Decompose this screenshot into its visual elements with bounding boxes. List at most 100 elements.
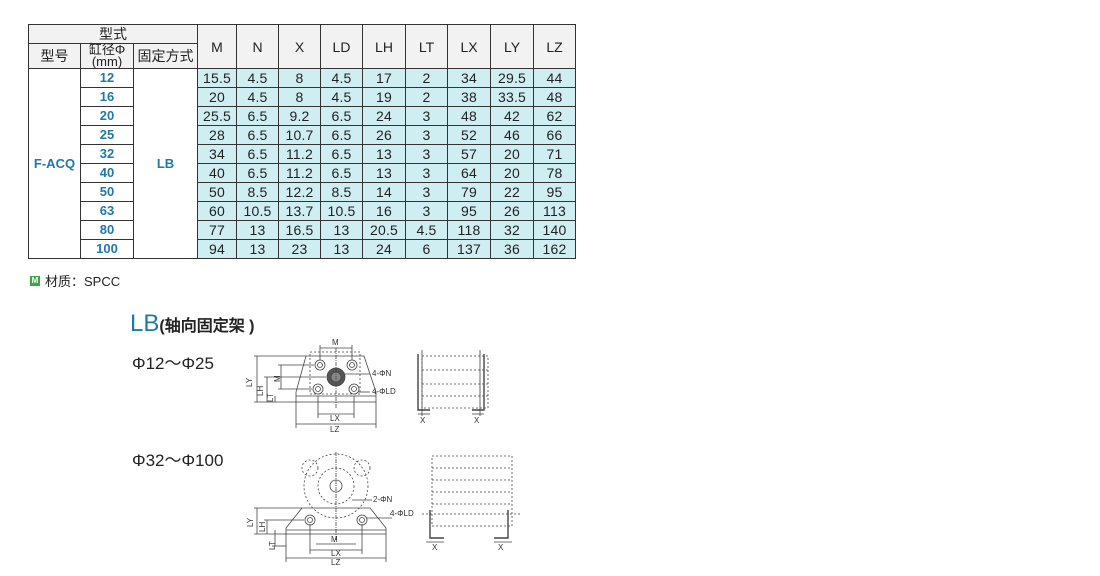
value-cell-m: 34 <box>197 144 237 164</box>
material-note: M 材质：SPCC <box>30 271 120 290</box>
dim-x-right-label: X <box>474 416 480 425</box>
value-cell-m: 28 <box>197 125 237 145</box>
bore-header: 缸径Φ (mm) <box>80 43 134 69</box>
value-cell-x: 9.2 <box>278 106 321 126</box>
value-cell-lt: 3 <box>405 125 448 145</box>
small-bracket-side-drawing: X X <box>417 350 489 425</box>
bore-cell: 50 <box>80 182 134 202</box>
value-cell-x: 8 <box>278 68 321 88</box>
bore-cell: 40 <box>80 163 134 183</box>
value-cell-ly: 26 <box>490 201 534 221</box>
bore-cell: 25 <box>80 125 134 145</box>
dim-n-label: 4-ΦN <box>372 369 391 378</box>
value-cell-n: 4.5 <box>236 68 279 88</box>
value-cell-ly: 32 <box>490 220 534 240</box>
dim-header-lt: LT <box>405 24 448 69</box>
value-cell-m: 50 <box>197 182 237 202</box>
value-cell-lt: 2 <box>405 68 448 88</box>
dim-x-left-label-large: X <box>432 543 438 552</box>
value-cell-n: 6.5 <box>236 125 279 145</box>
value-cell-m: 25.5 <box>197 106 237 126</box>
value-cell-ly: 22 <box>490 182 534 202</box>
value-cell-lh: 13 <box>362 163 406 183</box>
dim-header-x: X <box>278 24 321 69</box>
value-cell-ly: 20 <box>490 144 534 164</box>
value-cell-lh: 26 <box>362 125 406 145</box>
value-cell-lh: 17 <box>362 68 406 88</box>
section-title: LB (轴向固定架 ) <box>130 310 254 338</box>
bore-cell: 32 <box>80 144 134 164</box>
value-cell-x: 10.7 <box>278 125 321 145</box>
dim-header-n: N <box>236 24 279 69</box>
value-cell-m: 94 <box>197 239 237 259</box>
value-cell-lx: 137 <box>447 239 491 259</box>
material-icon: M <box>30 275 40 286</box>
dim-header-ld: LD <box>320 24 363 69</box>
value-cell-lt: 6 <box>405 239 448 259</box>
value-cell-m: 77 <box>197 220 237 240</box>
value-cell-lt: 3 <box>405 144 448 164</box>
value-cell-lz: 113 <box>533 201 576 221</box>
value-cell-lz: 95 <box>533 182 576 202</box>
value-cell-x: 16.5 <box>278 220 321 240</box>
value-cell-lx: 118 <box>447 220 491 240</box>
bore-cell: 80 <box>80 220 134 240</box>
dim-lh-label-large: LH <box>258 522 267 532</box>
value-cell-x: 23 <box>278 239 321 259</box>
value-cell-lt: 3 <box>405 163 448 183</box>
value-cell-ld: 4.5 <box>320 68 363 88</box>
dim-header-lz: LZ <box>533 24 576 69</box>
value-cell-ly: 29.5 <box>490 68 534 88</box>
model-cell: F-ACQ <box>28 68 81 259</box>
large-bracket-front-drawing: 2-ΦN 4-ΦLD LY LH LT M LX LZ <box>246 452 414 567</box>
value-cell-lt: 3 <box>405 201 448 221</box>
value-cell-lh: 14 <box>362 182 406 202</box>
dim-header-lx: LX <box>447 24 491 69</box>
bore-cell: 100 <box>80 239 134 259</box>
group-header: 型式 <box>28 24 198 44</box>
dim-lt-label-large: LT <box>268 541 277 550</box>
bore-cell: 16 <box>80 87 134 107</box>
dim-m-label: M <box>332 338 339 347</box>
bore-cell: 63 <box>80 201 134 221</box>
small-bracket-front-drawing: M 4-ΦN 4-ΦLD LY LH LT M LX LZ <box>245 338 396 434</box>
value-cell-lz: 44 <box>533 68 576 88</box>
dim-ld-label: 4-ΦLD <box>372 387 396 396</box>
value-cell-ly: 42 <box>490 106 534 126</box>
value-cell-lx: 79 <box>447 182 491 202</box>
value-cell-lh: 24 <box>362 106 406 126</box>
material-text: 材质：SPCC <box>45 274 121 289</box>
value-cell-ld: 10.5 <box>320 201 363 221</box>
dim-x-left-label: X <box>420 416 426 425</box>
dim-lz-label-large: LZ <box>331 558 340 567</box>
value-cell-lz: 62 <box>533 106 576 126</box>
value-cell-ld: 6.5 <box>320 163 363 183</box>
value-cell-lx: 64 <box>447 163 491 183</box>
dim-lz-label: LZ <box>330 425 339 434</box>
value-cell-lx: 48 <box>447 106 491 126</box>
dim-ly-label: LY <box>245 377 254 387</box>
value-cell-ld: 13 <box>320 239 363 259</box>
dim-ly-label-large: LY <box>246 517 255 527</box>
value-cell-n: 10.5 <box>236 201 279 221</box>
value-cell-n: 6.5 <box>236 144 279 164</box>
dim-lx-label: LX <box>330 414 340 423</box>
value-cell-lh: 24 <box>362 239 406 259</box>
value-cell-n: 13 <box>236 239 279 259</box>
dim-m-side-label: M <box>273 375 282 382</box>
value-cell-ly: 33.5 <box>490 87 534 107</box>
large-bracket-side-drawing: X X <box>422 455 522 552</box>
value-cell-n: 6.5 <box>236 106 279 126</box>
small-range-label: Φ12～Φ25 <box>132 354 214 373</box>
dim-x-right-label-large: X <box>498 543 504 552</box>
value-cell-x: 12.2 <box>278 182 321 202</box>
dim-lx-label-large: LX <box>331 549 341 558</box>
value-cell-ly: 36 <box>490 239 534 259</box>
value-cell-x: 11.2 <box>278 163 321 183</box>
value-cell-ld: 13 <box>320 220 363 240</box>
